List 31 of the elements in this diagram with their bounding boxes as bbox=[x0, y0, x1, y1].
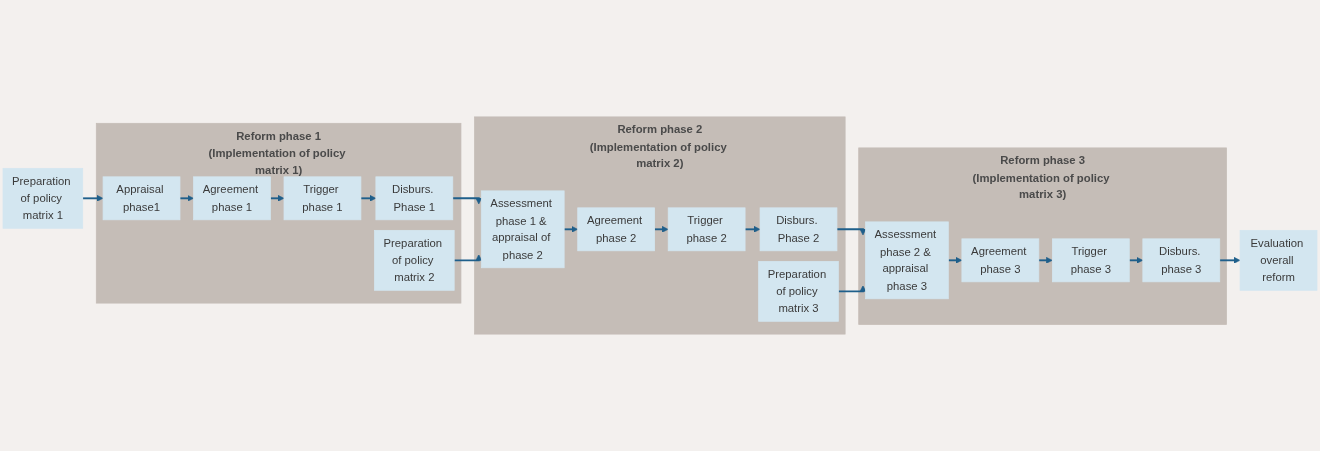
node-box: Assessment phase 2 & appraisal phase 3 bbox=[865, 221, 949, 300]
node-box: Agreement phase 2 bbox=[577, 207, 655, 252]
arrow bbox=[81, 195, 104, 202]
arrow bbox=[653, 226, 669, 233]
arrow bbox=[359, 195, 377, 202]
arrow bbox=[1218, 257, 1241, 264]
node-box: Trigger phase 3 bbox=[1052, 238, 1130, 283]
arrow bbox=[563, 226, 578, 233]
node-box: Disburs. Phase 1 bbox=[375, 176, 454, 221]
arrow bbox=[453, 254, 483, 262]
node-box: Preparation of policy matrix 1 bbox=[2, 167, 84, 229]
arrow bbox=[269, 195, 285, 202]
arrow bbox=[451, 197, 483, 205]
arrow bbox=[179, 195, 194, 202]
arrow bbox=[1037, 257, 1053, 264]
node-box: Agreement phase 3 bbox=[961, 238, 1040, 283]
node-box: Agreement phase 1 bbox=[193, 176, 271, 221]
node-box: Preparation of policy matrix 2 bbox=[374, 229, 455, 291]
node-box: Preparation of policy matrix 3 bbox=[758, 261, 839, 322]
node-box: Trigger phase 1 bbox=[283, 176, 362, 221]
node-box: Appraisal phase1 bbox=[102, 176, 181, 221]
node-box: Trigger phase 2 bbox=[667, 207, 746, 252]
arrow bbox=[836, 228, 867, 236]
arrow bbox=[1128, 257, 1144, 264]
arrow bbox=[947, 257, 963, 264]
arrow bbox=[744, 226, 761, 233]
node-box: Assessment phase 1 & appraisal of phase 2 bbox=[480, 190, 565, 269]
node-box: Evaluation overall reform bbox=[1239, 229, 1318, 291]
arrow bbox=[837, 285, 867, 293]
node-box: Disburs. phase 3 bbox=[1142, 238, 1221, 283]
node-box: Disburs. Phase 2 bbox=[759, 207, 838, 252]
